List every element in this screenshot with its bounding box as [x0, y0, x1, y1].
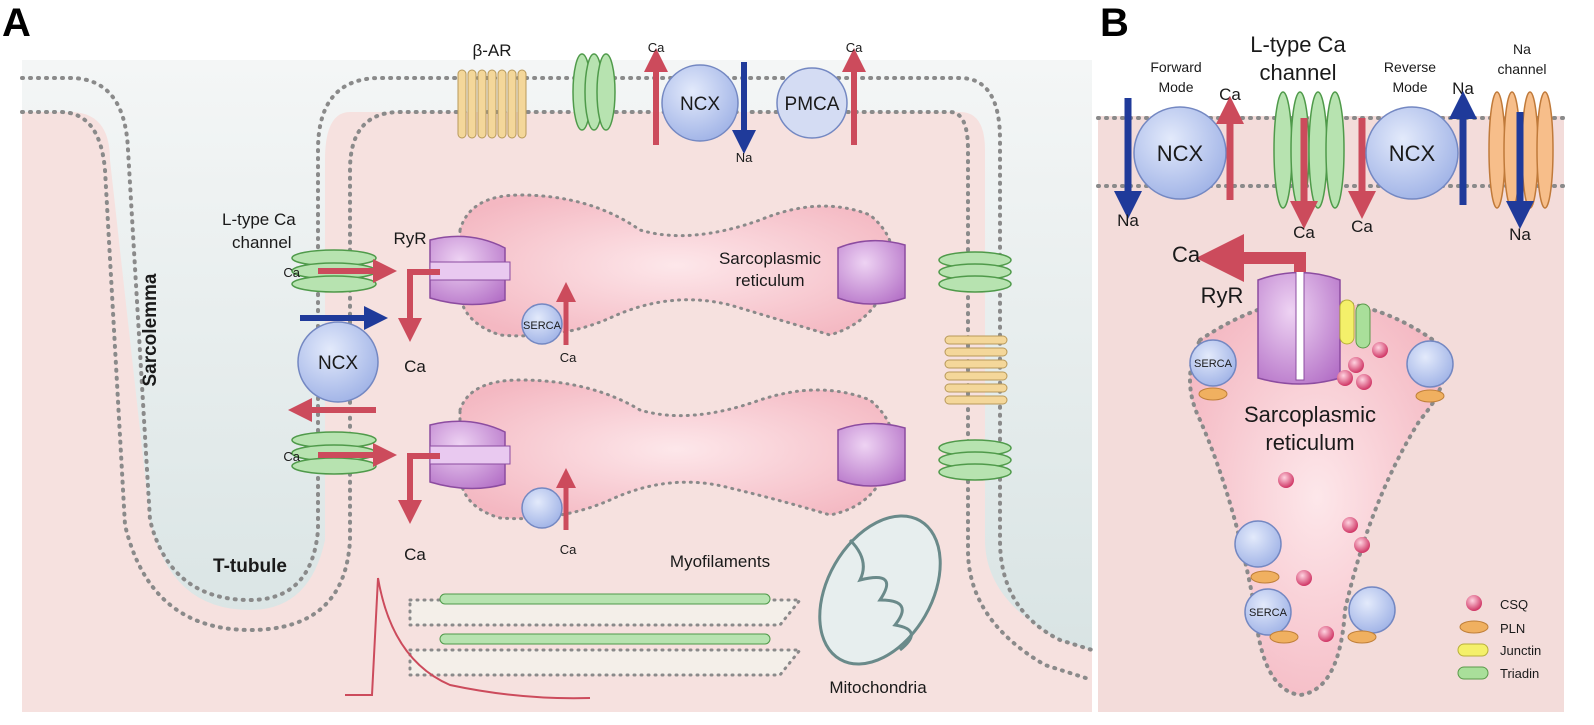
ca-serca-label-1: Ca — [560, 350, 577, 365]
ncx-top-label: NCX — [680, 94, 720, 115]
top-ltype-channel — [572, 53, 616, 131]
forward-mode-line2: Mode — [1158, 79, 1193, 95]
legend-triadin-swatch — [1457, 666, 1489, 680]
ltype-label-line2: channel — [232, 233, 292, 252]
ca-rev-label: Ca — [1351, 217, 1373, 236]
ca-ltype-label-1: Ca — [283, 265, 300, 280]
ca-ryr-label-1: Ca — [404, 357, 426, 376]
na-rev-label: Na — [1452, 79, 1474, 98]
pmca — [776, 67, 848, 139]
ca-ltype-label-2: Ca — [283, 449, 300, 464]
serca-b-mid — [1234, 520, 1282, 568]
na-channel — [1488, 91, 1554, 209]
panel-a-letter: A — [2, 1, 31, 45]
legend-pln-swatch — [1459, 620, 1489, 634]
csq-particles — [1278, 342, 1388, 642]
ryr-b-ca-arrow — [1196, 234, 1306, 282]
ncx-side-label: NCX — [318, 353, 358, 374]
ryr-lower-right — [837, 422, 906, 487]
serca-b-bottom-label: SERCA — [1249, 607, 1288, 619]
legend-junctin-swatch — [1457, 643, 1489, 657]
forward-mode-line1: Forward — [1150, 59, 1201, 75]
ca-pmca-label: Ca — [846, 40, 863, 55]
ncx-forward-label: NCX — [1157, 141, 1204, 166]
ltype-b-line1: L-type Ca — [1250, 32, 1346, 57]
panel-a: β-AR NCX Ca Na PMCA Ca Sarcolemma T-tubu… — [20, 40, 1094, 712]
t-tubule-label: T-tubule — [213, 556, 287, 577]
pln-b-2 — [1415, 389, 1445, 403]
right-beta-ar — [944, 335, 1008, 405]
ca-fwd-label: Ca — [1219, 85, 1241, 104]
sr-label-line1: Sarcoplasmic — [719, 249, 822, 268]
na-fwd-bottom-label: Na — [1117, 211, 1139, 230]
ncx-forward — [1133, 106, 1227, 200]
pmca-label: PMCA — [785, 94, 840, 115]
reverse-mode-line2: Mode — [1392, 79, 1427, 95]
legend-b: CSQ PLN Junctin Triadin — [1457, 595, 1541, 681]
sr-b-line1: Sarcoplasmic — [1244, 402, 1376, 427]
beta-ar-receptor — [457, 69, 527, 139]
mitochondria-label: Mitochondria — [829, 678, 927, 697]
pln-b-5 — [1347, 630, 1377, 644]
legend-csq-swatch — [1466, 595, 1482, 611]
myofilaments-label: Myofilaments — [670, 552, 770, 571]
ryr-label: RyR — [393, 229, 426, 248]
ryr-ca-arrow-1 — [398, 269, 440, 342]
na-channel-line2: channel — [1497, 61, 1546, 77]
ryr-b-label: RyR — [1201, 283, 1244, 308]
ca-release-label: Ca — [1172, 242, 1201, 267]
ca-ncx-top-label: Ca — [648, 40, 665, 55]
panel-b-letter: B — [1100, 1, 1129, 45]
serca-label: SERCA — [523, 320, 562, 332]
legend-pln-label: PLN — [1500, 621, 1525, 636]
serca-b-top-label: SERCA — [1194, 358, 1233, 370]
na-channel-line1: Na — [1513, 41, 1531, 57]
ryr-lower-left — [429, 420, 511, 490]
ncx-reverse-label: NCX — [1389, 141, 1436, 166]
ca-serca-label-2: Ca — [560, 542, 577, 557]
sarcolemma-label: Sarcolemma — [140, 273, 161, 386]
myofilaments — [408, 593, 804, 677]
right-ltype-channel-top — [938, 251, 1012, 293]
ryr-upper-right — [837, 239, 906, 305]
triadin-b — [1355, 303, 1371, 349]
na-channel-bottom-label: Na — [1509, 225, 1531, 244]
legend-junctin-label: Junctin — [1500, 643, 1541, 658]
panel-b: Forward Mode Ca L-type Ca channel Revers… — [1096, 32, 1566, 712]
na-ncx-top-label: Na — [736, 150, 753, 165]
serca-b-top-left — [1189, 339, 1237, 387]
pln-b-1 — [1198, 387, 1228, 401]
pln-b-3 — [1250, 570, 1280, 584]
serca-b-bottom-left — [1244, 588, 1292, 636]
ca-ltype-b-label: Ca — [1293, 223, 1315, 242]
ryr-upper-left — [429, 235, 511, 306]
reverse-mode-line1: Reverse — [1384, 59, 1436, 75]
serca-b-bottom-right — [1348, 586, 1396, 634]
sr-label-line2: reticulum — [736, 271, 805, 290]
calcium-transient-trace — [345, 577, 591, 700]
ltype-label-line1: L-type Ca — [222, 210, 296, 229]
ltype-b-line2: channel — [1259, 60, 1336, 85]
ca-ryr-label-2: Ca — [404, 545, 426, 564]
mitochondria — [818, 514, 942, 666]
legend-triadin-label: Triadin — [1500, 666, 1539, 681]
ncx-top — [661, 64, 739, 142]
right-ltype-channel-bottom — [938, 439, 1012, 481]
junctin-b — [1339, 299, 1355, 345]
serca-b-top-right — [1406, 340, 1454, 388]
ryr-b — [1257, 264, 1341, 385]
ncx-reverse — [1365, 106, 1459, 200]
ryr-ca-arrow-2 — [398, 453, 440, 524]
beta-ar-label: β-AR — [472, 41, 511, 60]
sr-b-line2: reticulum — [1265, 430, 1354, 455]
ncx-side — [297, 321, 379, 403]
legend-csq-label: CSQ — [1500, 597, 1528, 612]
serca-lower — [521, 487, 563, 529]
serca-upper — [521, 303, 563, 345]
pln-b-4 — [1269, 630, 1299, 644]
